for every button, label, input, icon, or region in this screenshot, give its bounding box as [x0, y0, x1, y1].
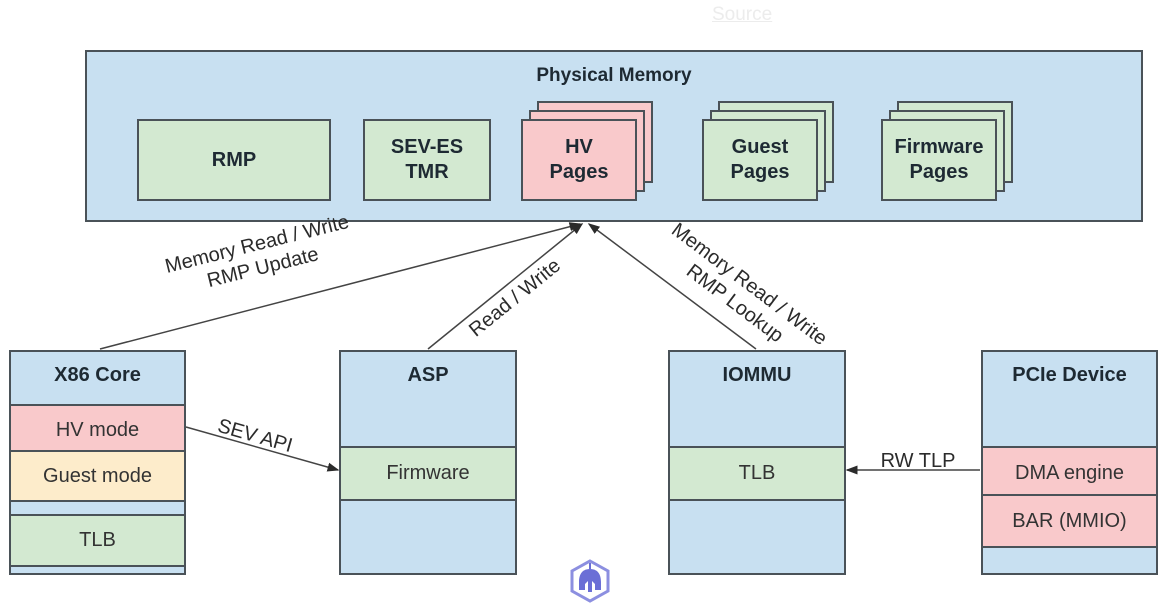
sev-es-tmr-label-line1: SEV-ES [390, 136, 464, 158]
firmware-pages-region: Firmware Pages [881, 119, 997, 201]
edge-iommu-to-memory [587, 223, 757, 350]
pcie-device-component: PCIe Device DMA engine BAR (MMIO) [981, 350, 1158, 575]
x86-guest-mode-label: Guest mode [43, 464, 152, 487]
pcie-dma-engine-label: DMA engine [1015, 461, 1124, 484]
sev-es-tmr-label-line2: TMR [405, 161, 449, 183]
guest-pages-region: Guest Pages [702, 119, 818, 201]
x86-guest-mode-band: Guest mode [9, 450, 186, 502]
hv-pages-label-line2: Pages [549, 161, 609, 183]
sev-es-tmr-region: SEV-ES TMR [363, 119, 491, 201]
iommu-tlb-label: TLB [738, 462, 776, 484]
iommu-component: IOMMU TLB [668, 350, 846, 575]
x86-tlb-band: TLB [9, 514, 186, 567]
iommu-title: IOMMU [722, 364, 792, 386]
edge-label-rw-tlp: RW TLP [868, 449, 968, 473]
x86-core-title: X86 Core [54, 364, 141, 386]
x86-hv-mode-label: HV mode [55, 418, 140, 441]
x86-tlb-label: TLB [79, 529, 116, 551]
rmp-region: RMP [137, 119, 331, 201]
hv-pages-label-line1: HV [565, 136, 593, 158]
asp-component: ASP Firmware [339, 350, 517, 575]
hv-pages-region: HV Pages [521, 119, 637, 201]
x86-hv-mode-band: HV mode [9, 404, 186, 456]
pcie-device-title: PCIe Device [1012, 364, 1127, 386]
asp-firmware-label: Firmware [386, 462, 470, 484]
pcie-dma-engine-band: DMA engine [981, 446, 1158, 500]
firmware-pages-label-line1: Firmware [894, 136, 984, 158]
asp-firmware-band: Firmware [339, 446, 517, 501]
source-link[interactable]: Source [712, 4, 773, 25]
iommu-tlb-band: TLB [668, 446, 846, 501]
spartan-helmet-logo-icon [568, 558, 612, 604]
asp-title: ASP [407, 364, 449, 386]
x86-core-component: X86 Core HV mode Guest mode TLB [9, 350, 186, 575]
edge-asp-to-memory [427, 223, 584, 350]
edge-sev-api [185, 426, 340, 472]
physical-memory-title: Physical Memory [536, 65, 692, 86]
edge-label-rw-tlp-text: RW TLP [880, 450, 956, 472]
pcie-bar-mmio-band: BAR (MMIO) [981, 494, 1158, 548]
guest-pages-label-line2: Pages [730, 161, 790, 183]
rmp-label: RMP [211, 148, 257, 171]
pcie-bar-mmio-label: BAR (MMIO) [1012, 509, 1127, 532]
guest-pages-label-line1: Guest [731, 136, 789, 158]
firmware-pages-label-line2: Pages [909, 161, 969, 183]
edge-x86-to-memory [99, 222, 582, 350]
